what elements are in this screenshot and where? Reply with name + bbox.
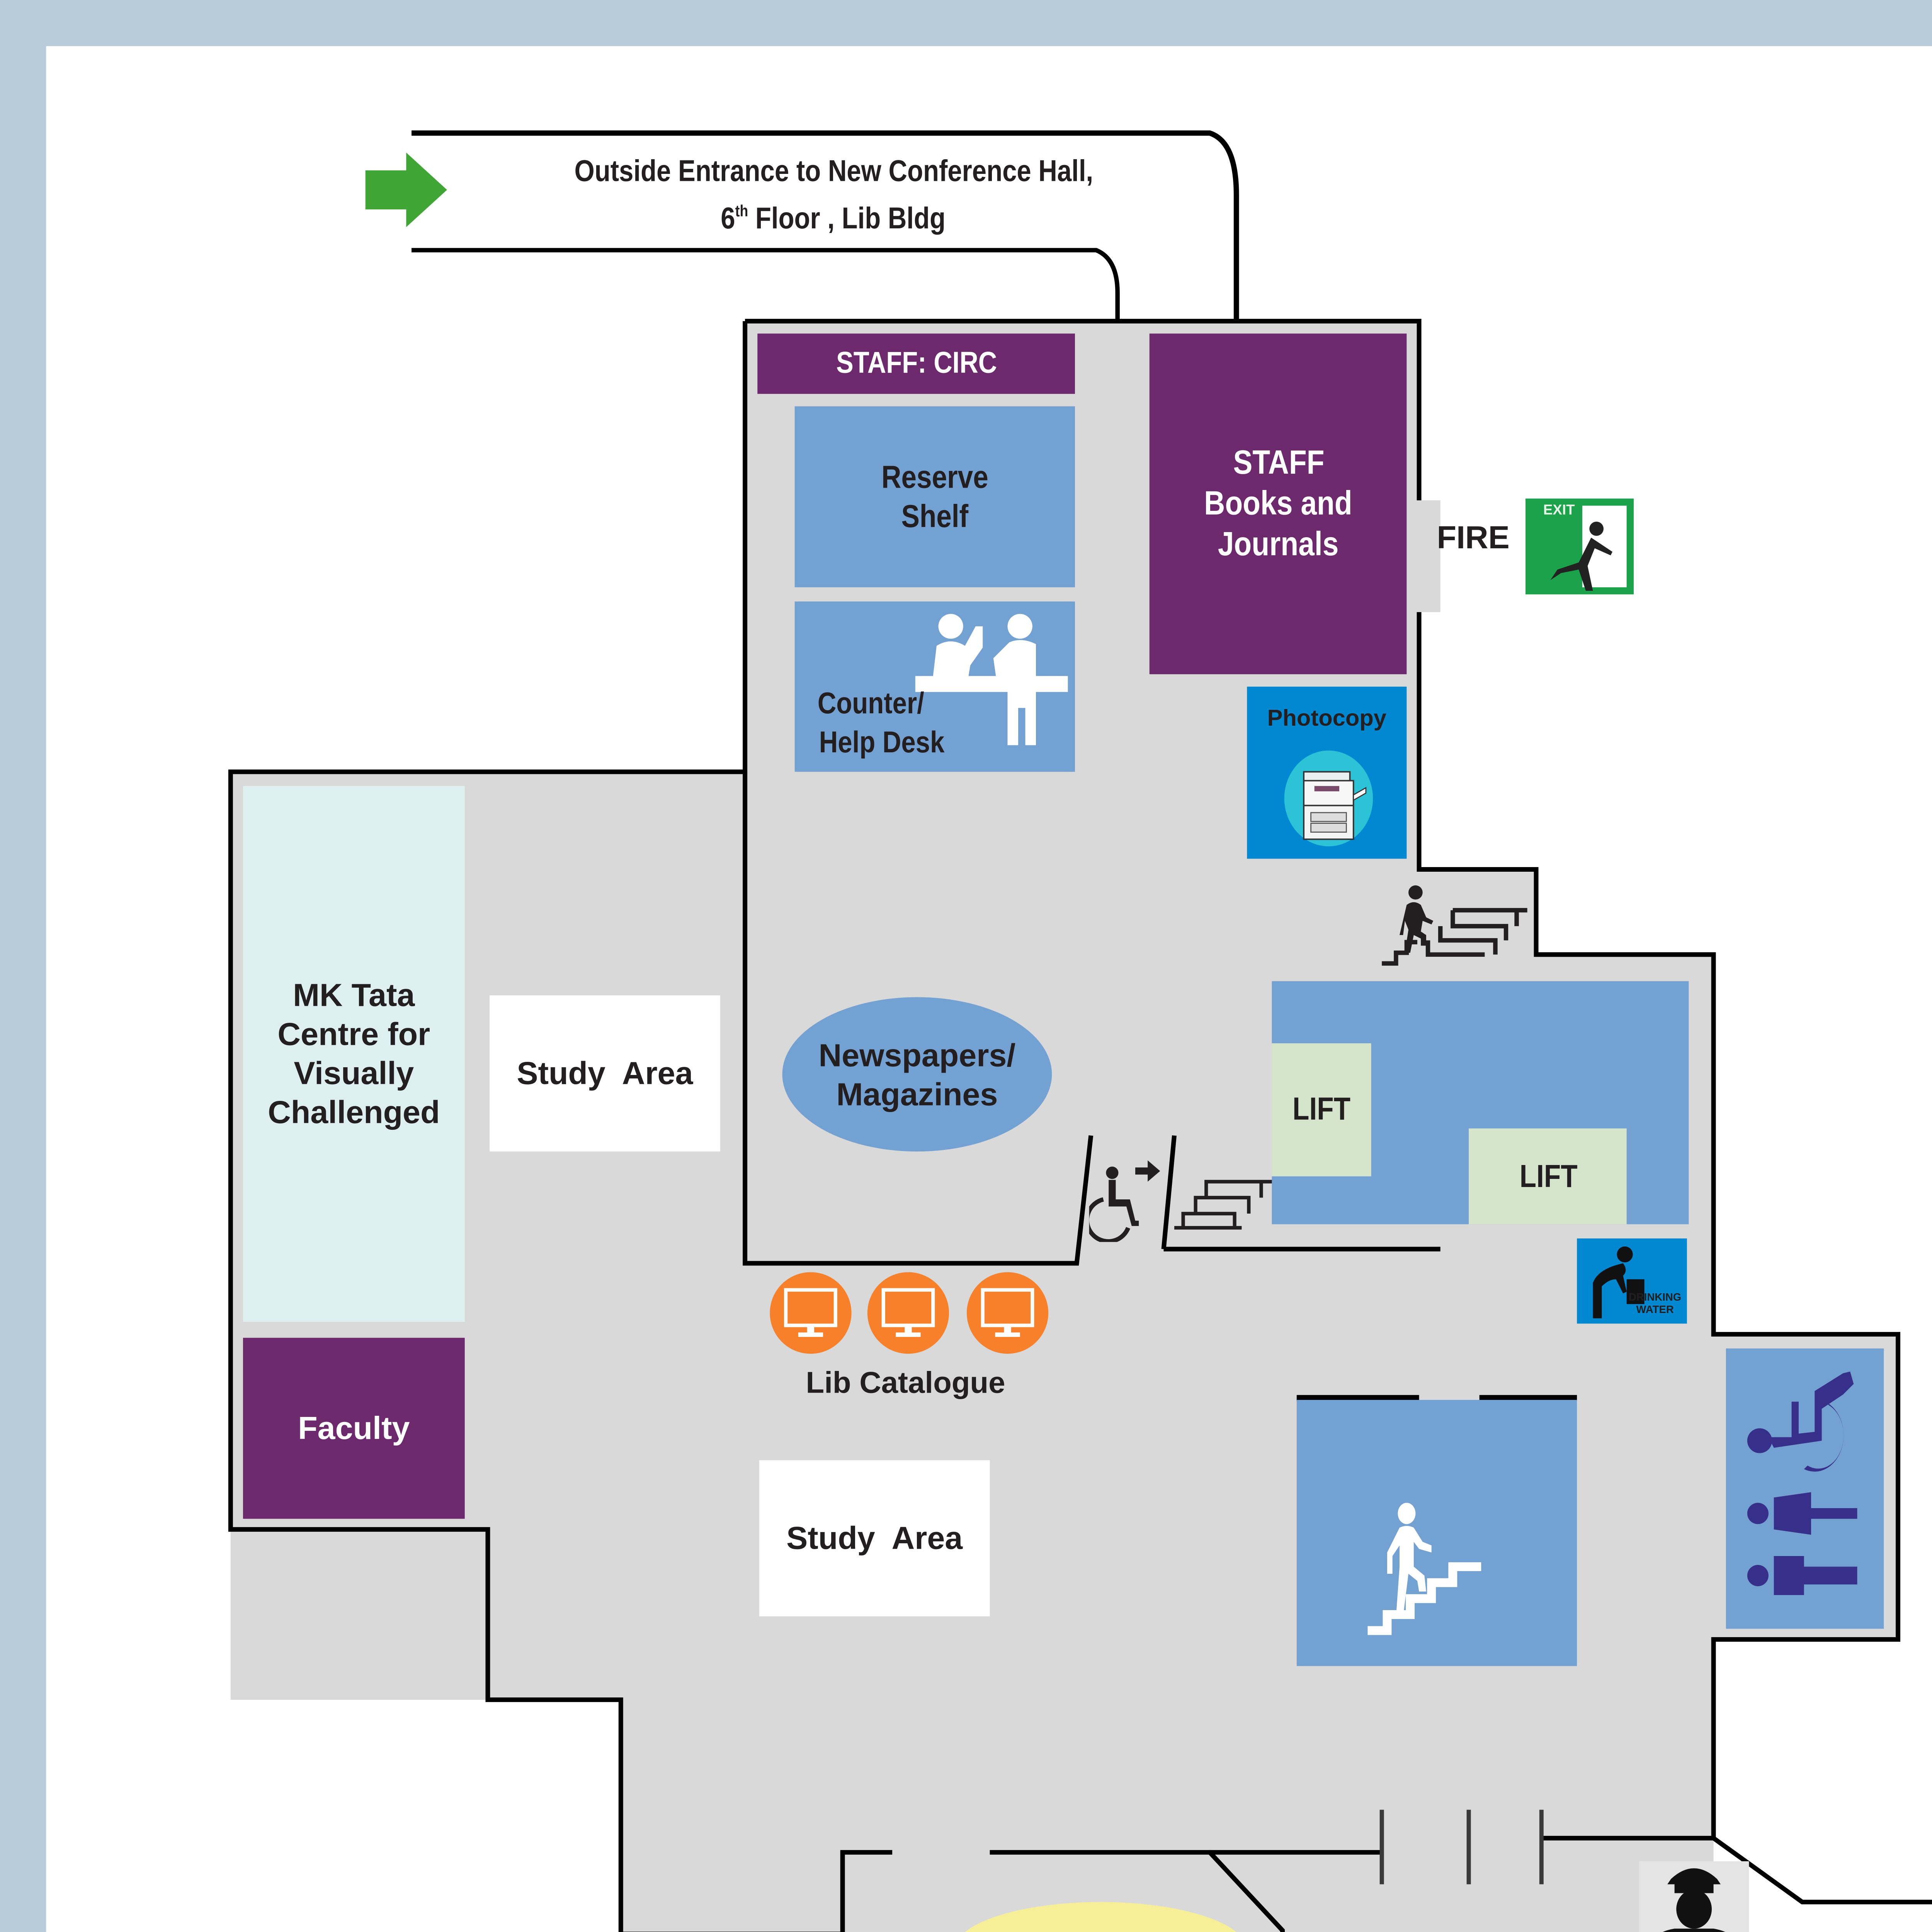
- lift-2[interactable]: LIFT: [1469, 1128, 1627, 1225]
- staff-books-label-3: Journals: [1218, 526, 1338, 563]
- drinking-water-icon: [1593, 1246, 1645, 1318]
- newspapers-label-2: Magazines: [836, 1076, 998, 1112]
- wall-ramp: [1161, 1135, 1440, 1252]
- outside-entrance-line1: Outside Entrance to New Conference Hall,: [574, 154, 1093, 188]
- photocopy-label: Photocopy: [1267, 704, 1386, 731]
- wall-main-right: [745, 319, 1932, 1905]
- mk-tata-centre-room[interactable]: MK Tata Centre for Visually Challenged: [243, 786, 465, 1322]
- male-toilet-icon: [1747, 1556, 1857, 1595]
- staff-circ-room[interactable]: STAFF: CIRC: [757, 333, 1075, 394]
- main-staircase[interactable]: [1296, 1400, 1577, 1666]
- floor-number: 6: [721, 201, 736, 236]
- lib-catalogue-label: Lib Catalogue: [806, 1366, 1005, 1400]
- drinking-water-label-2: WATER: [1636, 1306, 1674, 1317]
- reserve-shelf-room[interactable]: Reserve Shelf: [794, 406, 1075, 587]
- floor-suffix: th: [736, 202, 749, 220]
- outside-entrance-label: Outside Entrance to New Conference Hall,…: [444, 151, 1224, 239]
- lift-1-label: LIFT: [1293, 1091, 1351, 1127]
- wall-left: [228, 321, 843, 1932]
- lib-catalogue-terminals[interactable]: [768, 1272, 1052, 1357]
- stairs-up-icon: [1382, 885, 1527, 966]
- study-area-lower-label: Study Area: [786, 1519, 963, 1555]
- mk-tata-label-2: Centre for: [277, 1017, 430, 1052]
- mk-tata-label-1: MK Tata: [293, 978, 415, 1013]
- staff-books-label-1: STAFF: [1232, 444, 1324, 482]
- staircase-icon: [1367, 1503, 1481, 1635]
- outside-entrance-line2: Floor , Lib Bldg: [748, 201, 946, 236]
- staff-books-journals-room[interactable]: STAFF Books and Journals: [1149, 333, 1407, 674]
- fire-exit-label: FIRE: [1437, 520, 1510, 556]
- study-area-upper[interactable]: Study Area: [490, 995, 720, 1152]
- faculty-room[interactable]: Faculty: [243, 1338, 465, 1519]
- faculty-label: Faculty: [298, 1410, 410, 1446]
- study-area-upper-label: Study Area: [517, 1054, 693, 1090]
- corridor-wall-bottom: [412, 248, 1120, 321]
- study-area-lower[interactable]: Study Area: [759, 1460, 990, 1617]
- computer-terminal-icon: [867, 1272, 949, 1354]
- photocopy-room[interactable]: Photocopy: [1247, 687, 1407, 859]
- fire-exit-sign-text: EXIT: [1543, 502, 1575, 518]
- staff-books-label-2: Books and: [1204, 485, 1352, 523]
- wheelchair-ramp-icon: [1089, 1160, 1274, 1242]
- reserve-shelf-label-1: Reserve: [881, 459, 988, 495]
- newspapers-magazines-area[interactable]: Newspapers/ Magazines: [782, 997, 1052, 1152]
- fire-exit-sign[interactable]: EXIT: [1526, 498, 1634, 595]
- female-toilet-icon: [1747, 1492, 1857, 1535]
- help-desk-label-1: Counter/: [817, 687, 924, 721]
- help-desk-room[interactable]: Counter/ Help Desk: [794, 601, 1075, 772]
- drinking-water-label-1: DRINKING: [1628, 1293, 1682, 1304]
- photocopier-icon: [1284, 750, 1373, 847]
- entrance-doors: [1379, 1810, 1544, 1884]
- toilets-block[interactable]: [1726, 1348, 1884, 1629]
- mk-tata-label-4: Challenged: [268, 1095, 440, 1130]
- fire-exit-gap: [1419, 500, 1440, 612]
- computer-terminal-icon: [966, 1272, 1049, 1354]
- reserve-shelf-label-2: Shelf: [901, 498, 969, 534]
- help-desk-label-2: Help Desk: [819, 726, 945, 760]
- wall-newspaper-room: [743, 772, 1094, 1266]
- lift-2-label: LIFT: [1519, 1158, 1577, 1193]
- staff-circ-label: STAFF: CIRC: [835, 346, 997, 380]
- mk-tata-label-3: Visually: [294, 1056, 414, 1091]
- computer-terminal-icon: [770, 1272, 852, 1354]
- newspapers-label-1: Newspapers/: [818, 1037, 1016, 1073]
- corridor-wall-top: [412, 130, 1239, 321]
- wall-meeting-room: [840, 1850, 1285, 1932]
- security-guard-icon: [1639, 1861, 1749, 1932]
- accessible-toilet-icon: [1747, 1371, 1854, 1472]
- drinking-water-station[interactable]: DRINKING WATER: [1577, 1238, 1687, 1324]
- lift-1[interactable]: LIFT: [1272, 1043, 1371, 1177]
- help-desk-icon: [915, 614, 1068, 745]
- running-person-icon: [1550, 521, 1612, 591]
- arrow-right-icon: [365, 152, 447, 227]
